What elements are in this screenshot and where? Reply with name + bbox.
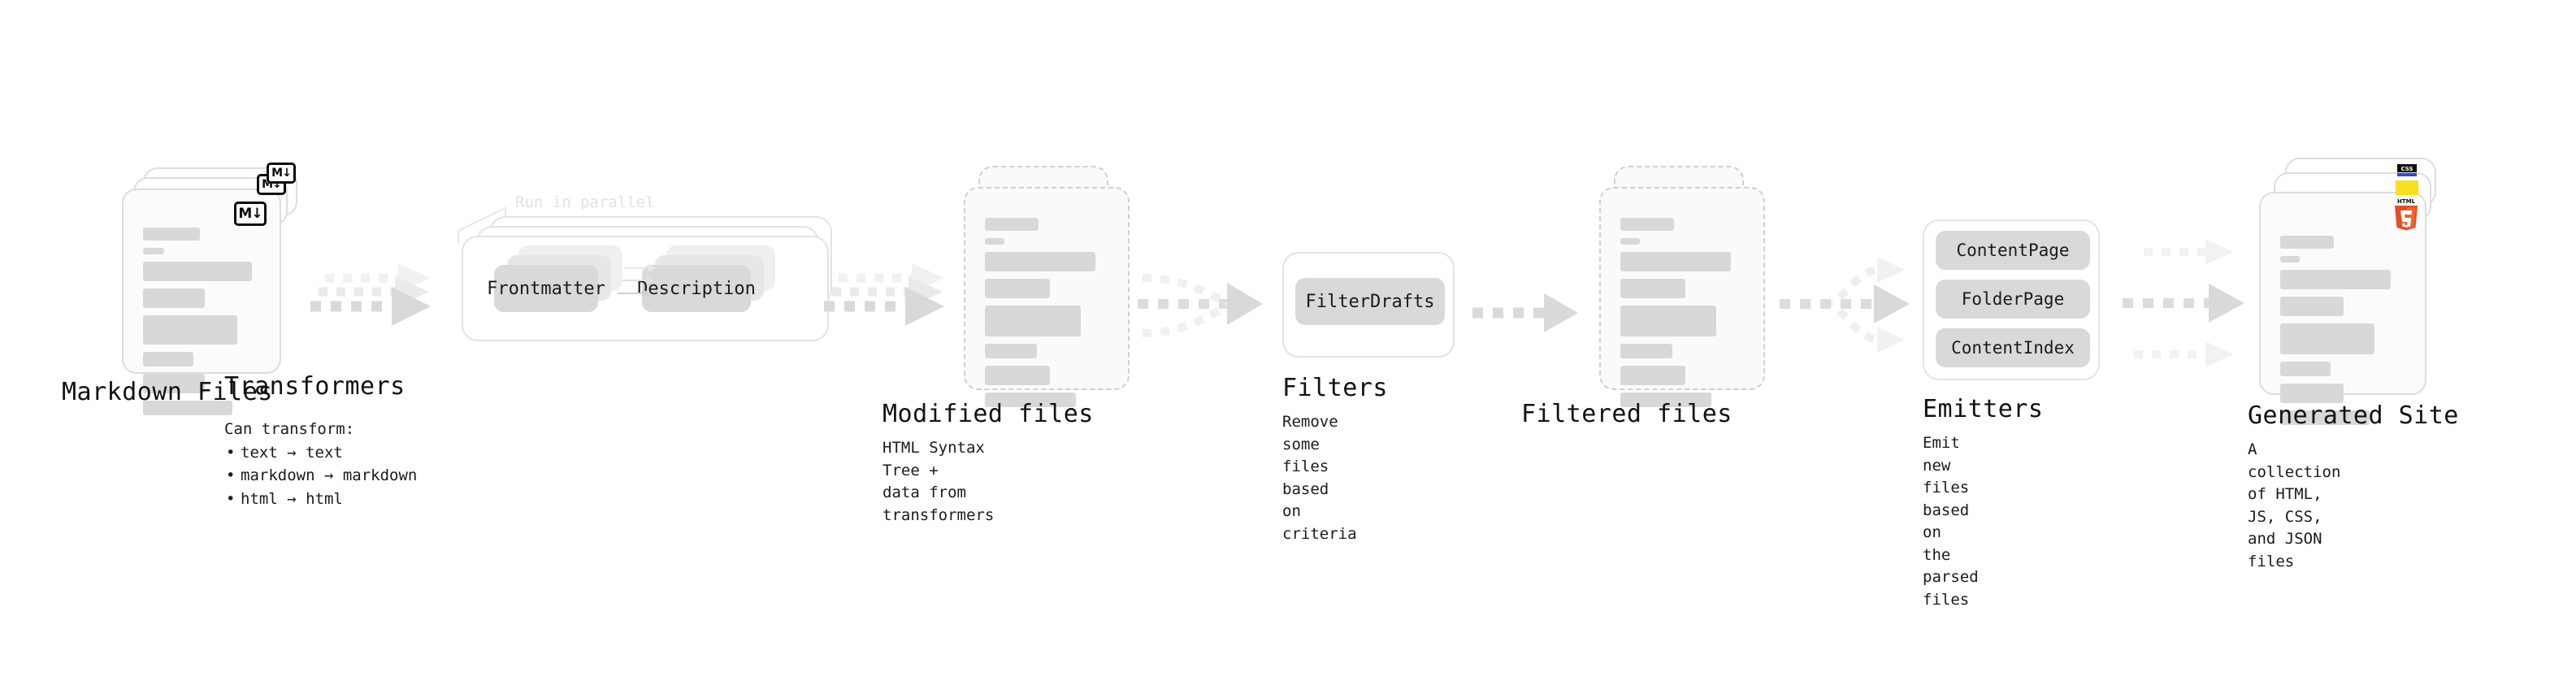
converge-dashed-arrow: [1138, 274, 1263, 337]
stage-title-filtered-files: Filtered files: [1521, 400, 1733, 428]
connector-transformers-to-modified: [821, 263, 959, 349]
transformers-bullet-1: markdown → markdown: [226, 464, 417, 488]
filtered-file-stack: [1596, 166, 1775, 407]
stage-subtitle-emitters: Emit new files based on the parsed files: [1923, 434, 1979, 609]
chip-folderpage[interactable]: FolderPage: [1936, 280, 2090, 319]
stage-title-markdown-files: Markdown Files: [62, 378, 273, 406]
stage-subtitle-modified-files: HTML Syntax Tree + data from transformer…: [883, 439, 995, 524]
triple-parallel-dashed-arrow: [2123, 239, 2244, 367]
chip-contentindex[interactable]: ContentIndex: [1936, 328, 2090, 367]
markdown-badge-icon: M↓: [234, 202, 267, 226]
run-in-parallel-label: Run in parallel: [515, 193, 655, 211]
connector-filtered-to-emitters: [1776, 242, 1931, 372]
single-dashed-arrow: [1472, 293, 1578, 332]
html5-badge-icon: HTML: [2395, 198, 2418, 231]
connector-emitters-to-site: [2111, 234, 2266, 372]
markdown-card-front: M↓: [122, 189, 281, 415]
filters-group: FilterDrafts: [1282, 252, 1455, 358]
stage-title-filters: Filters: [1282, 374, 1388, 402]
stage-title-generated-site: Generated Site: [2248, 401, 2459, 430]
markdown-badge-icon-back-2: M↓: [267, 163, 296, 184]
stage-title-modified-files: Modified files: [883, 400, 1094, 428]
stage-subtitle-filters: Remove some files based on criteria: [1282, 413, 1357, 543]
transformer-internal-arrows: [618, 264, 657, 297]
filtered-card-content: [1620, 218, 1746, 414]
triple-parallel-dashed-arrow: [310, 263, 431, 326]
transformers-bullets: Can transform: text → text markdown → ma…: [224, 418, 417, 510]
generated-site-stack: CSS HTML: [2259, 158, 2446, 425]
emitters-group: ContentPage FolderPage ContentIndex: [1923, 219, 2100, 380]
css3-badge-icon: CSS: [2397, 164, 2417, 176]
modified-card-front: [964, 187, 1130, 407]
transformers-bullet-2: html → html: [226, 488, 417, 511]
connector-filters-to-filtered: [1469, 288, 1591, 337]
transformers-bullets-lead: Can transform:: [224, 420, 355, 438]
diverge-dashed-arrow: [1780, 257, 1910, 353]
connector-modified-to-filters: [1131, 258, 1286, 356]
stage-title-emitters: Emitters: [1923, 395, 2044, 423]
markdown-file-stack: M↓ M↓ M↓: [122, 163, 301, 415]
chip-frontmatter[interactable]: Frontmatter: [487, 265, 605, 312]
chip-description[interactable]: Description: [637, 265, 756, 312]
transformers-bullet-0: text → text: [226, 441, 417, 465]
svg-text:HTML: HTML: [2397, 198, 2416, 205]
modified-card-content: [985, 218, 1110, 414]
connector-md-to-transformers: [307, 263, 445, 349]
js-badge-icon: [2396, 180, 2418, 195]
transformers-bullet-list: text → text markdown → markdown html → h…: [224, 441, 417, 511]
svg-text:CSS: CSS: [2400, 166, 2413, 172]
markdown-card-content: [143, 228, 262, 423]
chip-contentpage[interactable]: ContentPage: [1936, 231, 2090, 270]
stage-subtitle-generated-site: A collection of HTML, JS, CSS, and JSON …: [2248, 440, 2341, 570]
chip-filterdrafts[interactable]: FilterDrafts: [1295, 278, 1445, 325]
site-card-content: [2280, 236, 2407, 432]
stage-title-transformers: Transformers: [224, 372, 405, 401]
filtered-card-front: [1599, 187, 1765, 407]
triple-parallel-dashed-arrow: [824, 263, 944, 326]
modified-file-stack: [961, 166, 1139, 407]
